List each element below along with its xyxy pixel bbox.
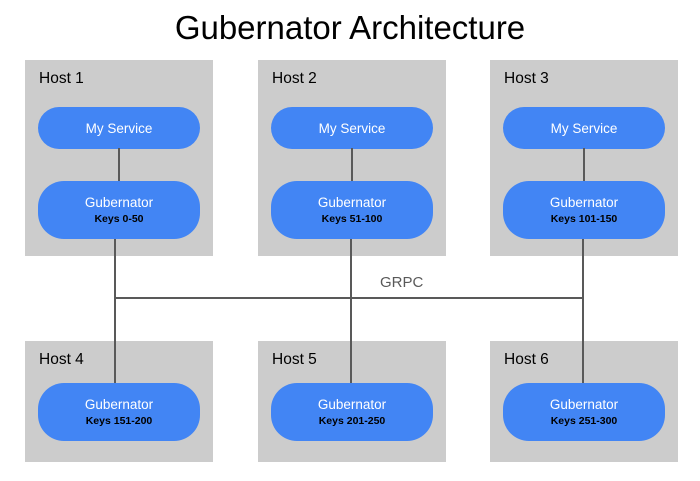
node-key-range: Keys 101-150 [550, 213, 618, 225]
node-title: Gubernator [84, 397, 154, 412]
node-title: Gubernator [549, 397, 619, 412]
node-host-2-service[interactable]: My Service [271, 107, 433, 149]
node-title: Gubernator [317, 397, 387, 412]
node-title: My Service [318, 120, 386, 136]
node-title: Gubernator [84, 195, 154, 210]
node-host-2-gubernator[interactable]: Gubernator Keys 51-100 [271, 181, 433, 239]
page-title: Gubernator Architecture [174, 9, 526, 46]
connector-host-2-service-to-gubernator [351, 148, 353, 181]
host-label-host-3: Host 3 [504, 70, 549, 87]
connector-host-3-to-host-6 [582, 239, 584, 383]
connector-host-1-service-to-gubernator [118, 148, 120, 181]
node-title: My Service [550, 120, 618, 136]
host-label-host-5: Host 5 [272, 351, 317, 368]
node-key-range: Keys 151-200 [85, 415, 153, 427]
node-host-3-service[interactable]: My Service [503, 107, 665, 149]
node-host-1-gubernator[interactable]: Gubernator Keys 0-50 [38, 181, 200, 239]
grpc-bus-line [114, 297, 584, 299]
grpc-label: GRPC [380, 274, 424, 291]
node-title: Gubernator [317, 195, 387, 210]
node-key-range: Keys 51-100 [321, 213, 383, 225]
connector-host-2-to-host-5 [350, 239, 352, 383]
node-host-5-gubernator[interactable]: Gubernator Keys 201-250 [271, 383, 433, 441]
host-panel-host-6: Host 6 Gubernator Keys 251-300 [490, 341, 678, 462]
connector-host-1-to-host-4 [114, 239, 116, 383]
host-panel-host-5: Host 5 Gubernator Keys 201-250 [258, 341, 446, 462]
host-label-host-2: Host 2 [272, 70, 317, 87]
node-key-range: Keys 0-50 [94, 213, 144, 225]
node-host-6-gubernator[interactable]: Gubernator Keys 251-300 [503, 383, 665, 441]
node-host-4-gubernator[interactable]: Gubernator Keys 151-200 [38, 383, 200, 441]
node-host-3-gubernator[interactable]: Gubernator Keys 101-150 [503, 181, 665, 239]
host-panel-host-4: Host 4 Gubernator Keys 151-200 [25, 341, 213, 462]
node-title: Gubernator [549, 195, 619, 210]
node-key-range: Keys 201-250 [318, 415, 386, 427]
node-host-1-service[interactable]: My Service [38, 107, 200, 149]
host-panel-host-1: Host 1 My Service Gubernator Keys 0-50 [25, 60, 213, 256]
host-label-host-1: Host 1 [39, 70, 84, 87]
node-key-range: Keys 251-300 [550, 415, 618, 427]
host-label-host-4: Host 4 [39, 351, 84, 368]
host-panel-host-2: Host 2 My Service Gubernator Keys 51-100 [258, 60, 446, 256]
node-title: My Service [85, 120, 153, 136]
connector-host-3-service-to-gubernator [583, 148, 585, 181]
host-label-host-6: Host 6 [504, 351, 549, 368]
